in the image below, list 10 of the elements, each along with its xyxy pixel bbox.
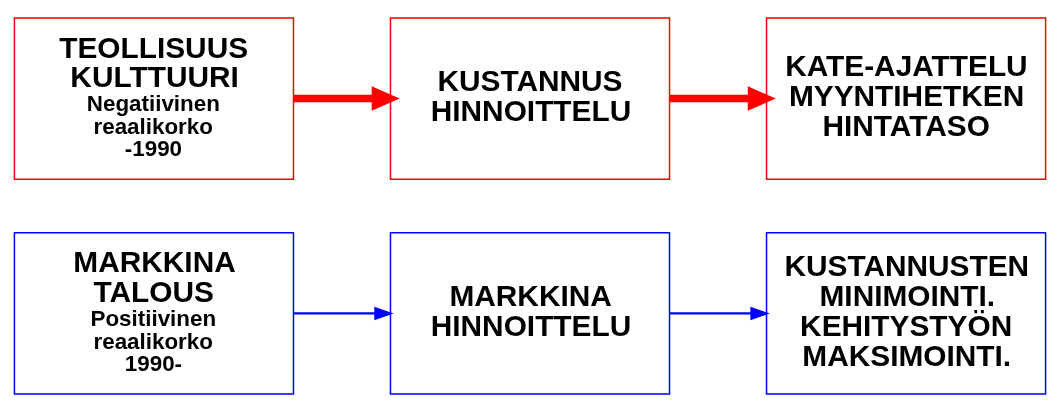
arrow: [293, 85, 400, 111]
node-box: MARKKINA HINNOITTELU: [389, 231, 671, 395]
arrow: [669, 306, 770, 320]
node-box: MARKKINA TALOUS Positiivinen reaalikorko 1990-: [13, 231, 295, 395]
node-box: TEOLLISUUS KULTTUURI Negatiivinen reaalikorko -1990: [13, 16, 295, 180]
node-box: KATE-AJATTELU MYYNTIHETKEN HINTATASO: [765, 16, 1047, 180]
node-box: KUSTANNUSTEN MINIMOINTI. KEHITYSTYÖN MAKSIMOINTI.: [765, 231, 1047, 395]
node-box: KUSTANNUS HINNOITTELU: [389, 16, 671, 180]
arrow: [293, 306, 394, 320]
arrow: [669, 85, 776, 111]
